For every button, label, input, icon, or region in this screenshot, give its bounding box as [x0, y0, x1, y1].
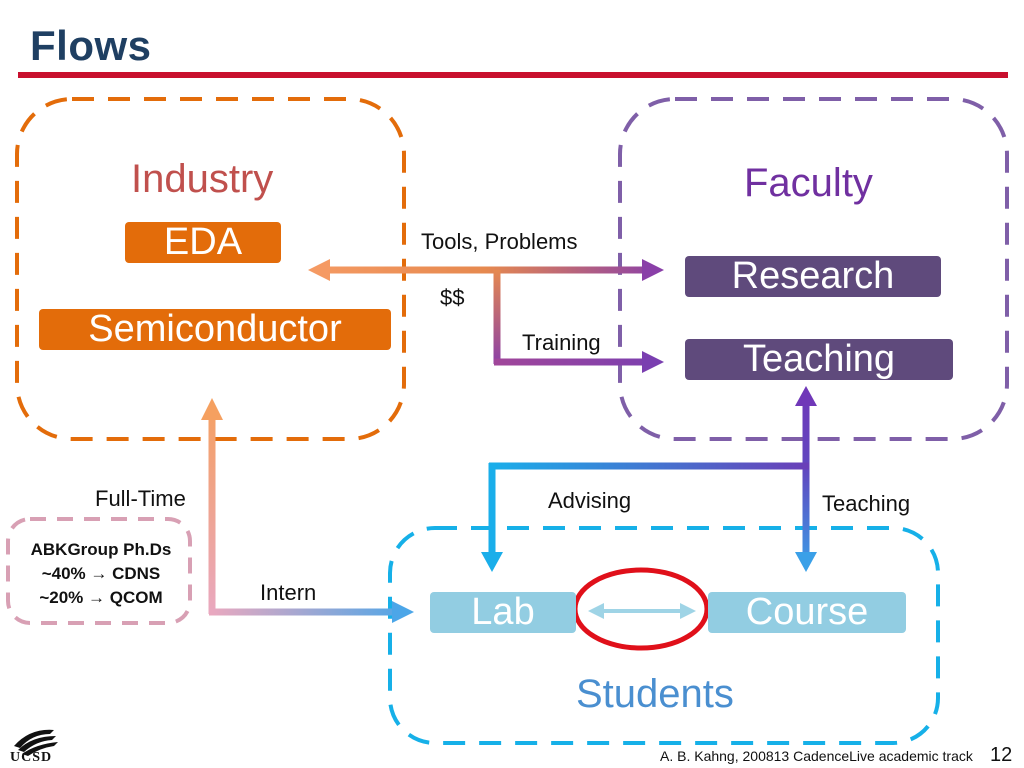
- intern-label: Intern: [260, 580, 317, 605]
- teaching-flow-label: Teaching: [822, 491, 911, 516]
- training-arrowhead: [642, 351, 664, 373]
- teaching-arrowhead-down: [795, 552, 817, 572]
- students-group-box: [388, 526, 940, 745]
- tools-arrowhead-right: [642, 259, 664, 281]
- semiconductor-box: Semiconductor: [39, 308, 391, 350]
- ucsd-logo-text: UCSD: [10, 750, 53, 765]
- abk-line-3: ~20% → QCOM: [39, 588, 163, 607]
- students-title: Students: [576, 672, 734, 716]
- title-rule: [18, 72, 1008, 78]
- advising-label: Advising: [548, 488, 632, 513]
- lab-box: Lab: [430, 591, 576, 633]
- abk-group-box: [6, 517, 192, 625]
- footer-citation: A. B. Kahng, 200813 CadenceLive academic…: [660, 748, 973, 764]
- teaching-box: Teaching: [685, 338, 953, 380]
- tools-problems-label: Tools, Problems: [421, 229, 578, 254]
- training-label: Training: [522, 330, 601, 355]
- advising-arrowhead: [481, 552, 503, 572]
- page-title: Flows: [30, 22, 152, 69]
- full-time-arrowhead: [201, 398, 223, 420]
- lab-course-arrowhead-right: [680, 603, 696, 619]
- page-number: 12: [990, 744, 1013, 766]
- eda-box: EDA: [125, 221, 281, 263]
- industry-title: Industry: [131, 157, 274, 201]
- abk-group-note: ABKGroup Ph.Ds ~40% → CDNS ~20% → QCOM: [12, 538, 190, 610]
- intern-arrowhead: [392, 601, 414, 623]
- abk-line-2: ~40% → CDNS: [41, 564, 161, 583]
- tools-arrowhead-left: [308, 259, 330, 281]
- ucsd-logo-icon: [14, 729, 58, 756]
- money-label: $$: [440, 285, 465, 310]
- full-time-label: Full-Time: [95, 486, 186, 511]
- faculty-title: Faculty: [744, 161, 873, 205]
- abk-line-1: ABKGroup Ph.Ds: [30, 540, 172, 559]
- research-box: Research: [685, 255, 941, 297]
- teaching-arrowhead-up: [795, 386, 817, 406]
- course-box: Course: [708, 591, 906, 633]
- lab-course-arrowhead-left: [588, 603, 604, 619]
